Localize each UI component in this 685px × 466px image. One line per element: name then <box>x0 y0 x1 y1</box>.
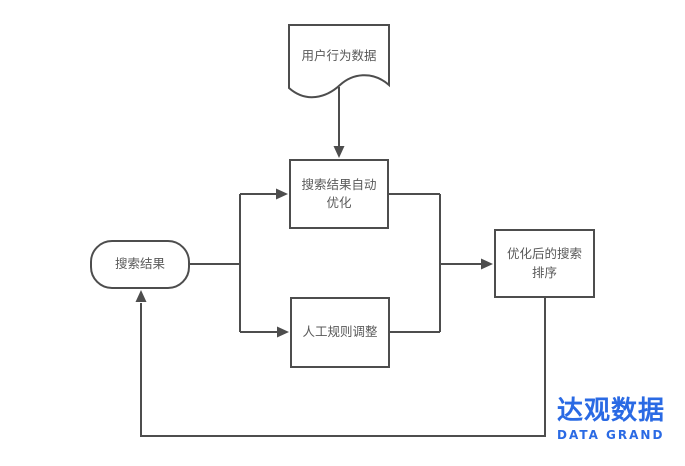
arrowhead-into-results-bottom <box>135 290 147 302</box>
logo-english-text: DATA GRAND <box>557 428 665 443</box>
node-user-behavior-data: 用户行为数据 <box>289 25 389 87</box>
datagrand-logo: 达观数据 DATA GRAND <box>557 396 667 442</box>
connector-merge-to-ranking <box>389 193 482 333</box>
node-optimized-ranking: 优化后的搜索 排序 <box>494 229 595 298</box>
logo-chinese-text: 达观数据 <box>557 396 666 426</box>
arrowhead-into-auto-top <box>333 146 345 158</box>
node-label: 搜索结果自动 <box>301 176 377 192</box>
node-label: 优化后的搜索 <box>506 246 582 262</box>
node-label: 人工规则调整 <box>302 324 378 340</box>
arrowhead-into-manual-left <box>277 326 289 338</box>
node-label: 搜索结果 <box>114 256 165 272</box>
node-auto-optimization: 搜索结果自动 优化 <box>289 159 389 229</box>
node-label: 优化 <box>326 195 352 210</box>
document-shape <box>288 24 390 99</box>
connector-feedback-loop <box>140 298 546 437</box>
connector-results-split <box>190 193 278 333</box>
node-label: 用户行为数据 <box>301 47 377 63</box>
node-search-results: 搜索结果 <box>90 240 190 289</box>
arrowhead-into-auto-left <box>276 188 288 200</box>
arrowhead-into-ranking <box>481 258 493 270</box>
node-label: 排序 <box>531 264 557 280</box>
node-manual-rules: 人工规则调整 <box>290 297 390 368</box>
